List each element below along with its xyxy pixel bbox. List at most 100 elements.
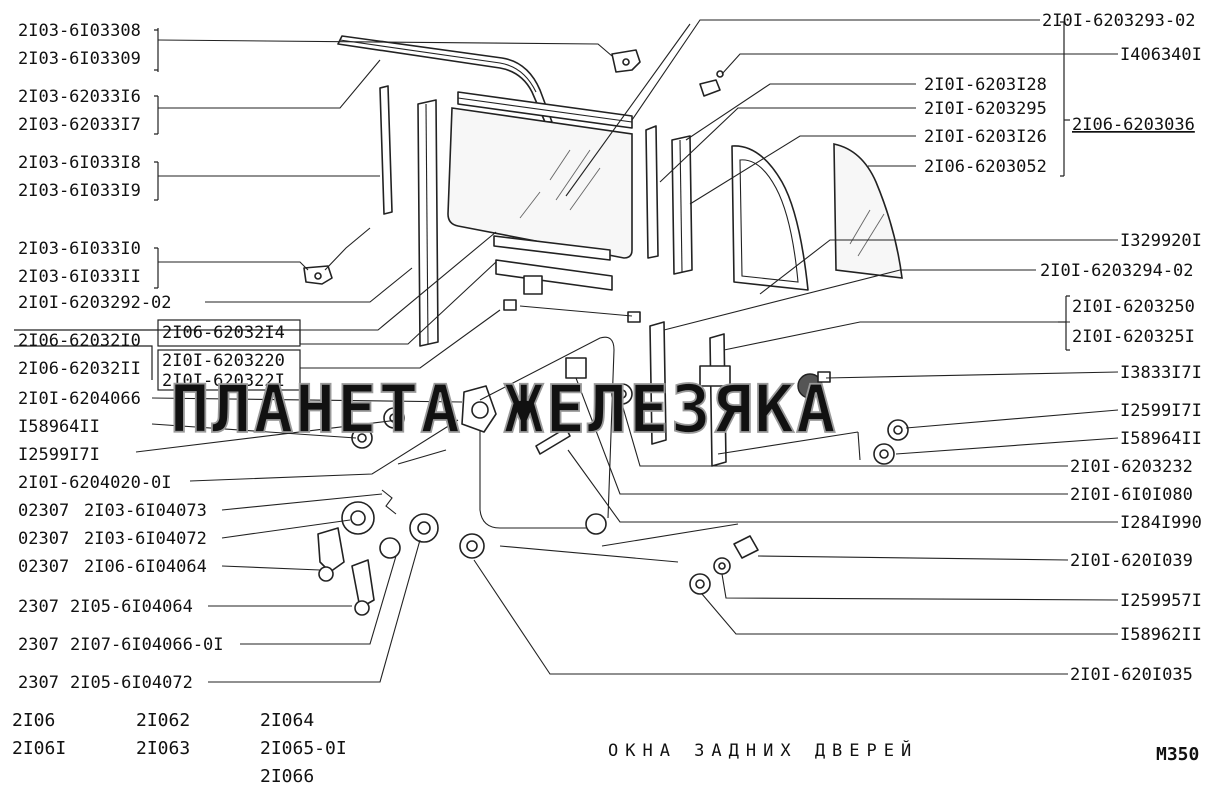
window-regulator (461, 336, 615, 535)
label-2I03-6I033I0: 2I03-6I033I0 (18, 239, 141, 259)
label-I329920I: I329920I (1120, 231, 1202, 251)
bottom-bolt (733, 535, 759, 559)
label-2I0I-620I039: 2I0I-620I039 (1070, 551, 1193, 571)
label-2I0I-6I0I080: 2I0I-6I0I080 (1070, 485, 1193, 505)
label-2I06-62032I0: 2I06-62032I0 (18, 331, 141, 351)
upper-run-channel (457, 91, 633, 129)
label-2I0I-620322I: 2I0I-620322I (162, 371, 285, 391)
handle-rosette (341, 501, 375, 535)
label-02307-b: 02307 (18, 529, 69, 549)
label-2I0I-6203I28: 2I0I-6203I28 (924, 75, 1047, 95)
label-2307-a: 2307 (18, 597, 59, 617)
label-2I03-6I033II: 2I03-6I033II (18, 267, 141, 287)
explode-line (499, 545, 679, 563)
watermark-text: ПЛАНЕТА ЖЕЛЕЗЯКА (170, 371, 838, 448)
explode-line (601, 523, 739, 547)
label-2I07-6I04066-0I: 2I07-6I04066-0I (70, 635, 224, 655)
left-seal-strip (379, 85, 393, 215)
label-2I0I-6203295: 2I0I-6203295 (924, 99, 1047, 119)
label-2I0I-6204066: 2I0I-6204066 (18, 389, 141, 409)
handle-escutcheon (409, 513, 439, 543)
label-02307-c: 02307 (18, 557, 69, 577)
label-2I03-6I033I9: 2I03-6I033I9 (18, 181, 141, 201)
label-2I0I-6203294-02: 2I0I-6203294-02 (1040, 261, 1194, 281)
model-code: 2I062 (136, 710, 190, 731)
model-code: 2I063 (136, 738, 190, 759)
handle-spring (381, 489, 397, 515)
label-2I03-62033I6: 2I03-62033I6 (18, 87, 141, 107)
label-2I03-62033I7: 2I03-62033I7 (18, 115, 141, 135)
handle-crank-b (351, 559, 375, 616)
label-2I03-6I04072: 2I03-6I04072 (84, 529, 207, 549)
label-I2599I7I-right: I2599I7I (1120, 401, 1202, 421)
label-2I03-6I03309: 2I03-6I03309 (18, 49, 141, 69)
model-code: 2I064 (260, 710, 314, 731)
lower-vertical-channel (649, 321, 667, 445)
model-code: 2I065-0I (260, 738, 347, 759)
door-glass (447, 107, 633, 259)
label-2I0I-620I035: 2I0I-620I035 (1070, 665, 1193, 685)
handle-crank-a (317, 527, 345, 582)
label-2I03-6I033I8: 2I03-6I033I8 (18, 153, 141, 173)
leader-lines (135, 19, 1119, 683)
label-2I03-6I03308: 2I03-6I03308 (18, 21, 141, 41)
label-2I0I-6204020-0I: 2I0I-6204020-0I (18, 473, 172, 493)
left-clip (303, 265, 333, 285)
label-I259957I: I259957I (1120, 591, 1202, 611)
model-code: 2I06 (12, 710, 55, 731)
small-screw-top (699, 70, 724, 97)
label-I406340I: I406340I (1120, 45, 1202, 65)
left-guide-channel (417, 99, 439, 347)
label-2I03-6I04073: 2I03-6I04073 (84, 501, 207, 521)
label-I58964II: I58964II (18, 417, 100, 437)
label-2I0I-6203292-02: 2I0I-6203292-02 (18, 293, 172, 313)
top-clip (611, 49, 641, 73)
center-seal (645, 125, 659, 259)
explode-line (397, 449, 447, 465)
sheet-number: M350 (1156, 744, 1199, 765)
label-I3833I7I: I3833I7I (1120, 363, 1202, 383)
nut-right (873, 443, 895, 465)
label-I58964II-right: I58964II (1120, 429, 1202, 449)
label-brackets (14, 21, 1070, 391)
label-02307-a: 02307 (18, 501, 69, 521)
label-2I06-6203036: 2I06-6203036 (1072, 115, 1195, 135)
diagram-caption: ОКНА ЗАДНИХ ДВЕРЕЙ (608, 739, 918, 761)
label-2I06-6203052: 2I06-6203052 (924, 157, 1047, 177)
label-I2599I7I: I2599I7I (18, 445, 100, 465)
bottom-nut-a (713, 557, 731, 575)
label-2I0I-6203293-02: 2I0I-6203293-02 (1042, 11, 1196, 31)
explode-line (717, 431, 859, 455)
handle-cap (379, 537, 401, 559)
explode-line (519, 305, 633, 317)
label-2307-c: 2307 (18, 673, 59, 693)
glass-lower-channel (493, 235, 613, 295)
label-2I0I-6203I26: 2I0I-6203I26 (924, 127, 1047, 147)
label-I284I990: I284I990 (1120, 513, 1202, 533)
explode-line (857, 431, 861, 461)
label-2I05-6I04064: 2I05-6I04064 (70, 597, 193, 617)
bottom-nut-b (689, 573, 711, 595)
quarter-window-glass (833, 143, 903, 279)
label-2I0I-6203250: 2I0I-6203250 (1072, 297, 1195, 317)
regulator-washer (383, 407, 405, 429)
bottom-washer (459, 533, 485, 559)
label-2I0I-6203232: 2I0I-6203232 (1070, 457, 1193, 477)
center-run-channel (671, 135, 693, 275)
label-2I06-62032II: 2I06-62032II (18, 359, 141, 379)
bolt-right (797, 371, 831, 399)
label-2I05-6I04072: 2I05-6I04072 (70, 673, 193, 693)
label-2I06-62032I4: 2I06-62032I4 (162, 323, 285, 343)
quarter-window-frame (731, 145, 809, 291)
label-2I06-6I04064: 2I06-6I04064 (84, 557, 207, 577)
rear-glass-guide (699, 333, 731, 467)
model-code: 2I06I (12, 738, 66, 759)
small-connector (503, 299, 517, 311)
label-I58962II: I58962II (1120, 625, 1202, 645)
model-code: 2I066 (260, 766, 314, 787)
washer-right (887, 419, 909, 441)
small-screw-center (627, 311, 641, 323)
label-2I0I-6203220: 2I0I-6203220 (162, 351, 285, 371)
label-2307-b: 2307 (18, 635, 59, 655)
